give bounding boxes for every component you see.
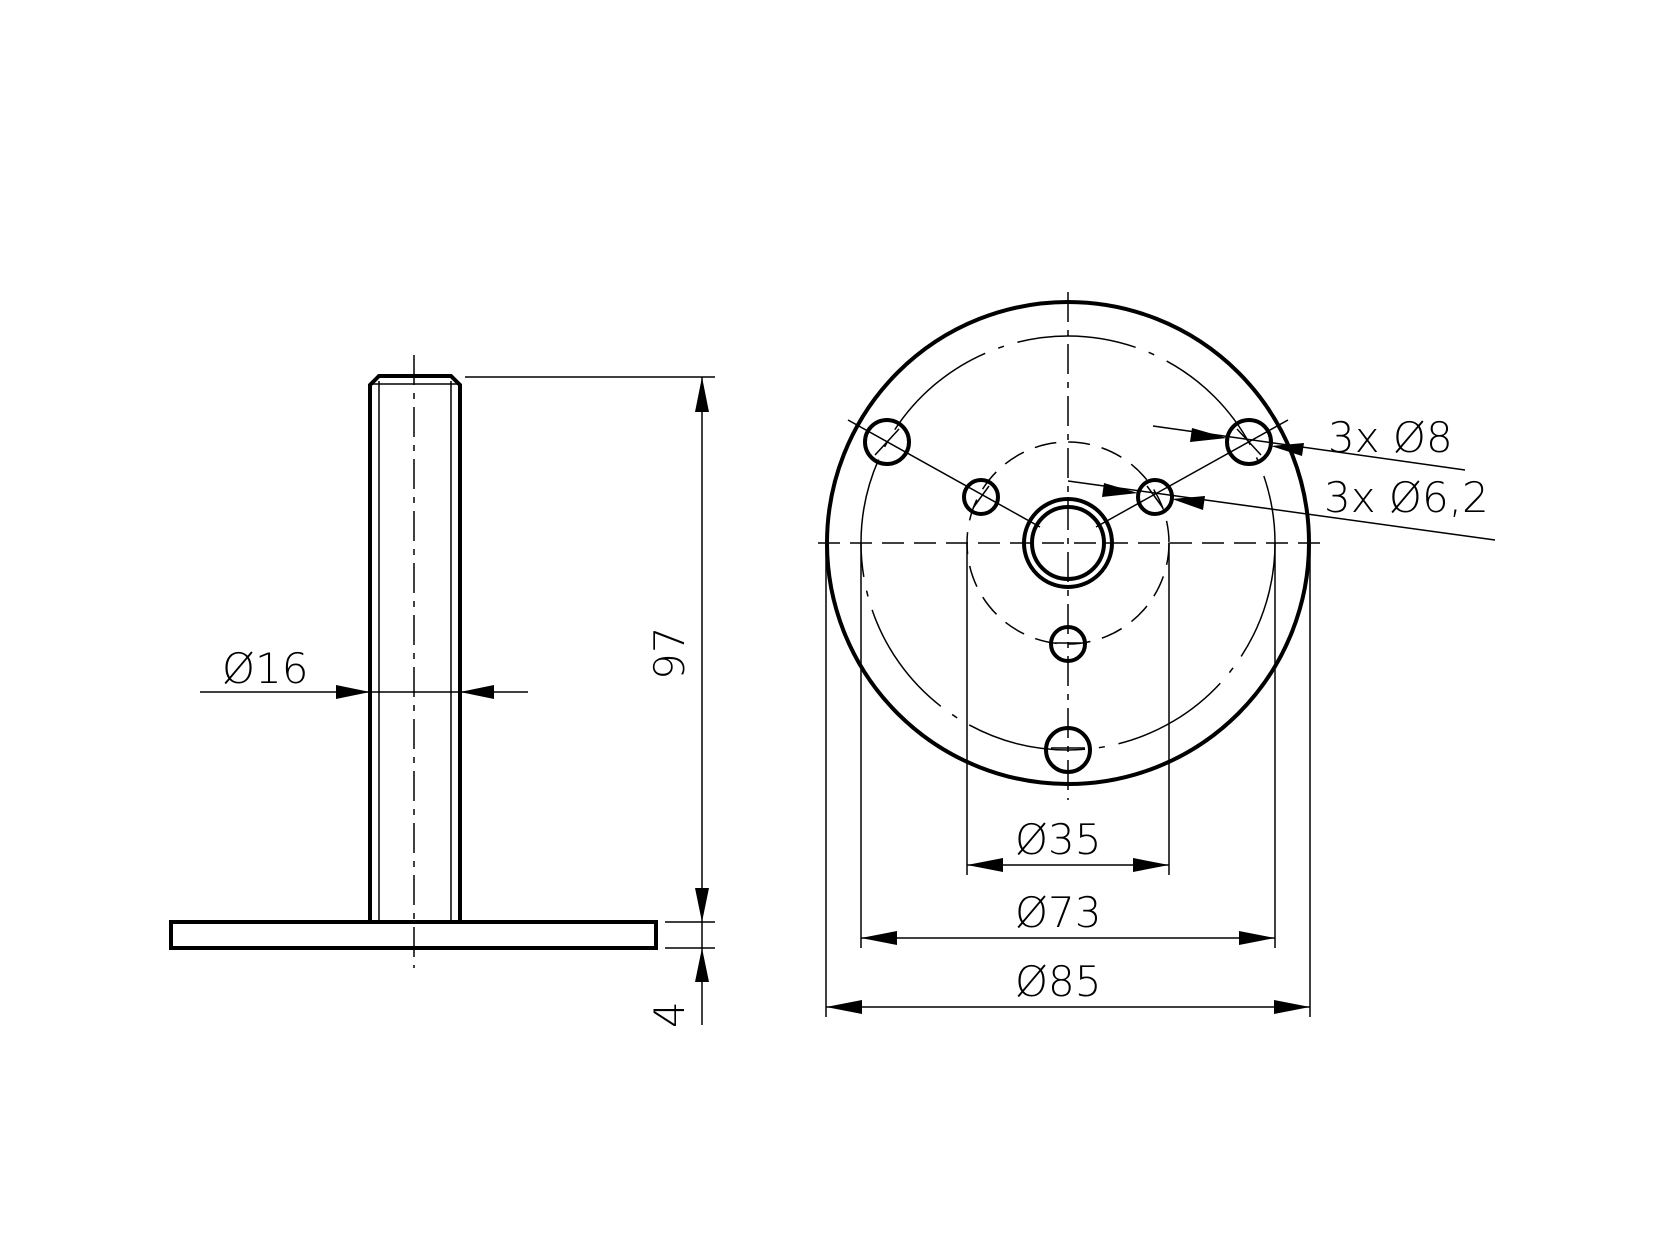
outer-bolt-circle-dimension: Ø73 bbox=[861, 888, 1275, 945]
plate-outline-circle bbox=[825, 300, 1311, 786]
shaft-diameter-label: Ø16 bbox=[222, 644, 309, 693]
height-label: 97 bbox=[645, 627, 694, 680]
radial-line-right bbox=[1095, 419, 1289, 528]
small-hole-right bbox=[1136, 478, 1174, 516]
base-plate bbox=[169, 920, 658, 950]
inner-bolt-circle-label: Ø35 bbox=[1015, 815, 1102, 864]
shaft-outline bbox=[368, 374, 462, 924]
height-dimension: 97 bbox=[465, 376, 715, 949]
large-hole-top-left bbox=[863, 418, 911, 466]
top-view: 3x Ø8 3x Ø6,2 Ø35 Ø73 bbox=[818, 292, 1496, 1017]
plate-diameter-label: Ø85 bbox=[1015, 957, 1102, 1006]
large-holes-label: 3x Ø8 bbox=[1328, 413, 1453, 462]
radial-line-left bbox=[847, 419, 1041, 528]
large-hole-bottom bbox=[1044, 726, 1092, 774]
hub-inner-circle bbox=[1030, 505, 1106, 581]
thickness-label: 4 bbox=[645, 1001, 694, 1028]
plate-thickness-dimension: 4 bbox=[645, 921, 715, 1028]
small-hole-left bbox=[962, 478, 1000, 516]
large-holes-callout: 3x Ø8 bbox=[1152, 413, 1466, 471]
inner-bolt-circle-dimension: Ø35 bbox=[967, 815, 1169, 872]
plate-diameter-dimension: Ø85 bbox=[826, 957, 1310, 1014]
small-holes-label: 3x Ø6,2 bbox=[1324, 473, 1489, 522]
outer-bolt-circle-label: Ø73 bbox=[1015, 888, 1102, 937]
small-holes-callout: 3x Ø6,2 bbox=[1067, 473, 1496, 541]
side-view: Ø16 97 4 bbox=[169, 355, 715, 1028]
hub-outer-circle bbox=[1022, 497, 1114, 589]
small-hole-bottom bbox=[1049, 625, 1087, 663]
shaft-diameter-dimension: Ø16 bbox=[200, 644, 528, 699]
